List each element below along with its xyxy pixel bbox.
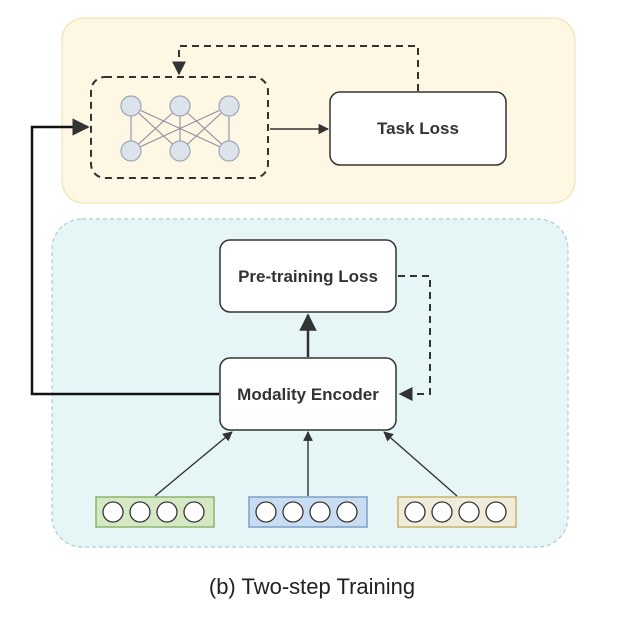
input-token <box>255 501 277 523</box>
task-loss-label: Task Loss <box>377 119 459 138</box>
network-edge <box>179 105 230 152</box>
input-token-bar-blue <box>248 496 368 528</box>
pretraining-loss-label: Pre-training Loss <box>238 267 378 286</box>
network-node <box>120 95 142 117</box>
input-token <box>458 501 480 523</box>
input-token <box>102 501 124 523</box>
network-nodes <box>120 95 240 162</box>
encoder-to-network-arrow <box>30 118 219 396</box>
input-token <box>404 501 426 523</box>
network-edge <box>130 105 181 152</box>
input-token <box>336 501 358 523</box>
input-token-bar-khaki <box>397 496 517 528</box>
input-token <box>282 501 304 523</box>
network-node <box>169 95 191 117</box>
input-token <box>183 501 205 523</box>
network-node <box>120 140 142 162</box>
pretraining-feedback-arrow <box>398 275 431 401</box>
network-node <box>218 95 240 117</box>
input-token <box>431 501 453 523</box>
pretraining-loss-box <box>219 239 397 313</box>
input-to-encoder-arrow <box>154 431 233 497</box>
modality-encoder-box <box>219 357 397 431</box>
input-token <box>309 501 331 523</box>
task-loss-box <box>329 91 507 166</box>
input-to-encoder-arrow <box>383 431 458 497</box>
modality-inputs <box>95 431 517 528</box>
modality-encoder-label: Modality Encoder <box>237 385 379 404</box>
input-token <box>129 501 151 523</box>
network-node <box>218 140 240 162</box>
task-network-box <box>90 76 269 179</box>
input-token-bar-green <box>95 496 215 528</box>
network-node <box>169 140 191 162</box>
figure-caption: (b) Two-step Training <box>209 574 415 599</box>
input-token <box>156 501 178 523</box>
input-token <box>485 501 507 523</box>
network-edge <box>130 105 230 152</box>
